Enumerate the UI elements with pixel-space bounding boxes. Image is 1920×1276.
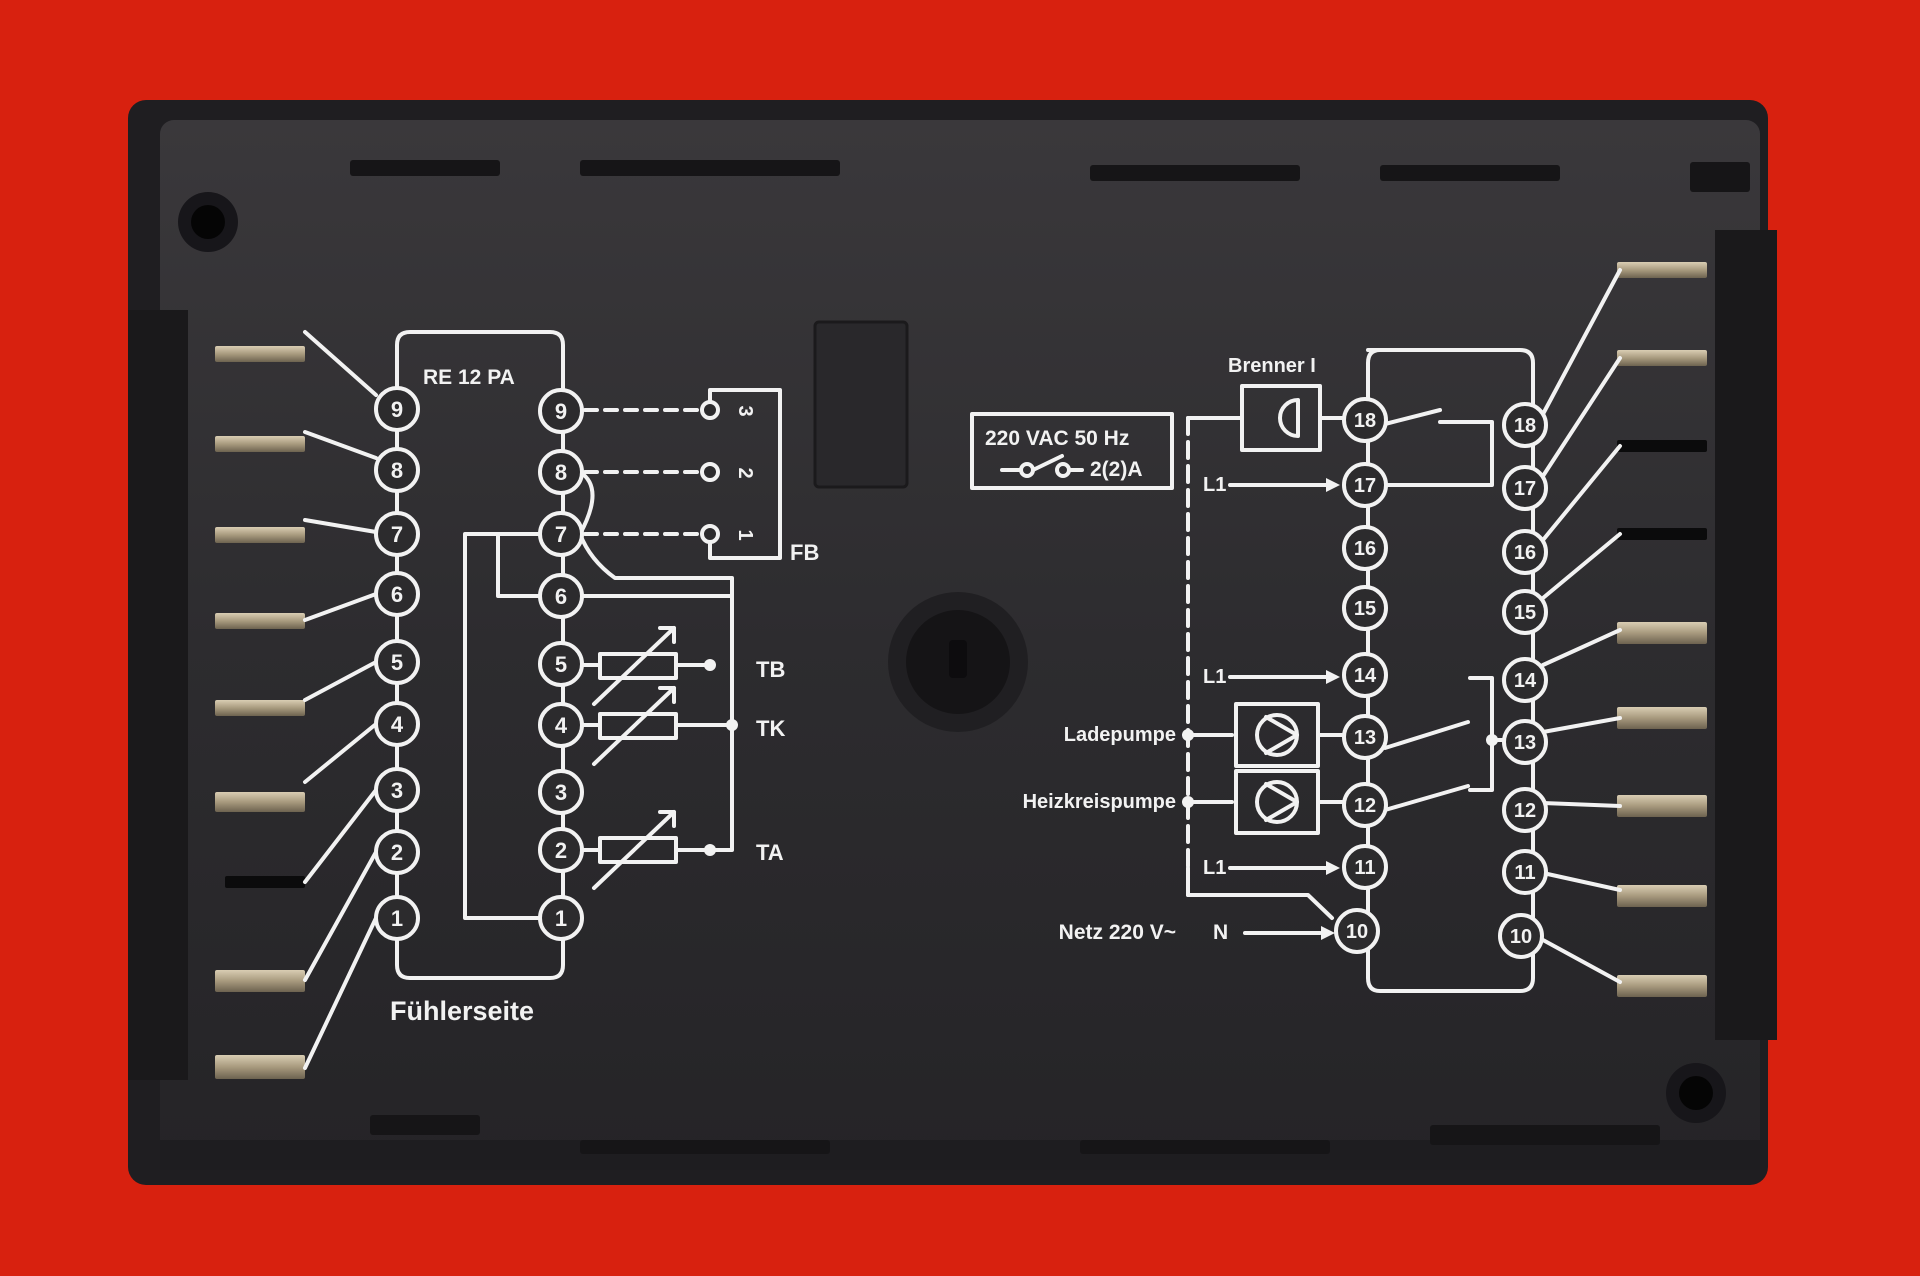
- terminal-number: 16: [1514, 542, 1536, 564]
- burner-label: Brenner I: [1228, 355, 1316, 377]
- terminal-number: 10: [1510, 926, 1532, 948]
- left-inner-terminal-numbers: 9 8 7 6 5 4 3 2 1: [555, 399, 568, 931]
- terminal-number: 6: [555, 584, 567, 609]
- mounting-hole-top-left: [178, 192, 238, 252]
- left-connector-tabs: [215, 346, 305, 1079]
- terminal-number: 4: [391, 712, 404, 737]
- ta-label: TA: [756, 840, 784, 865]
- fb-pin-number: 3: [734, 405, 756, 416]
- terminal-number: 7: [555, 522, 567, 547]
- fb-label: FB: [790, 540, 819, 565]
- tb-label: TB: [756, 657, 785, 682]
- terminal-number: 10: [1346, 921, 1368, 943]
- terminal-circles: [374, 386, 1548, 959]
- terminal-number: 5: [391, 650, 403, 675]
- fb-pin-number: 1: [734, 529, 756, 540]
- terminal-number: 18: [1354, 410, 1376, 432]
- fb-pin-number: 2: [734, 467, 756, 478]
- terminal-number: 8: [391, 458, 403, 483]
- terminal-number: 17: [1354, 475, 1376, 497]
- center-knob-recess: [888, 592, 1028, 732]
- right-inner-terminal-numbers: 18 17 16 15 14 13 12 11 10: [1346, 410, 1377, 943]
- tk-label: TK: [756, 716, 785, 741]
- output-side-schematic: [970, 268, 1622, 993]
- terminal-number: 6: [391, 582, 403, 607]
- terminal-number: 1: [391, 906, 403, 931]
- rating-line-2: 2(2)A: [1090, 458, 1143, 481]
- heating-pump-label: Heizkreispumpe: [1023, 791, 1176, 813]
- terminal-number: 18: [1514, 415, 1536, 437]
- terminal-number: 2: [555, 838, 567, 863]
- terminal-number: 4: [555, 713, 568, 738]
- terminal-number: 15: [1354, 598, 1376, 620]
- neutral-label: N: [1213, 921, 1228, 944]
- rating-line-1: 220 VAC 50 Hz: [985, 427, 1129, 450]
- terminal-number: 1: [555, 906, 567, 931]
- arrow-heads: [1321, 478, 1340, 940]
- charge-pump-label: Ladepumpe: [1064, 724, 1176, 746]
- terminal-number: 13: [1514, 732, 1536, 754]
- terminal-number: 7: [391, 522, 403, 547]
- terminal-number: 11: [1354, 857, 1375, 879]
- pump-junction-dots: [1182, 729, 1498, 808]
- terminal-number: 15: [1514, 602, 1536, 624]
- terminal-number: 9: [391, 397, 403, 422]
- mounting-hole-bottom-right: [1666, 1063, 1726, 1123]
- terminal-number: 17: [1514, 478, 1536, 500]
- fb-junction-dots: [700, 400, 720, 544]
- terminal-number: 11: [1514, 862, 1535, 884]
- sensor-side-schematic: [303, 330, 782, 1070]
- model-label: RE 12 PA: [423, 366, 515, 389]
- terminal-number: 9: [555, 399, 567, 424]
- l1-label-pumps: L1: [1203, 666, 1226, 688]
- left-outer-terminal-numbers: 9 8 7 6 5 4 3 2 1: [391, 397, 404, 931]
- l1-label-mains: L1: [1203, 857, 1226, 879]
- terminal-number: 16: [1354, 538, 1376, 560]
- sensor-side-label: Fühlerseite: [390, 996, 534, 1026]
- terminal-number: 14: [1514, 670, 1537, 692]
- terminal-number: 2: [391, 840, 403, 865]
- mains-label: Netz 220 V~: [1059, 921, 1176, 944]
- terminal-number: 5: [555, 652, 567, 677]
- terminal-number: 14: [1354, 665, 1377, 687]
- resistor-junction-dots: [704, 659, 738, 856]
- terminal-number: 12: [1514, 800, 1536, 822]
- terminal-number: 8: [555, 460, 567, 485]
- terminal-number: 13: [1354, 727, 1376, 749]
- l1-label-burner: L1: [1203, 474, 1226, 496]
- terminal-number: 12: [1354, 795, 1376, 817]
- fb-pin-numbers: 3 2 1: [734, 405, 756, 540]
- right-outer-terminal-numbers: 18 17 16 15 14 13 12 11 10: [1510, 415, 1537, 948]
- right-connector-tabs: [1617, 262, 1707, 997]
- terminal-number: 3: [391, 778, 403, 803]
- terminal-number: 3: [555, 780, 567, 805]
